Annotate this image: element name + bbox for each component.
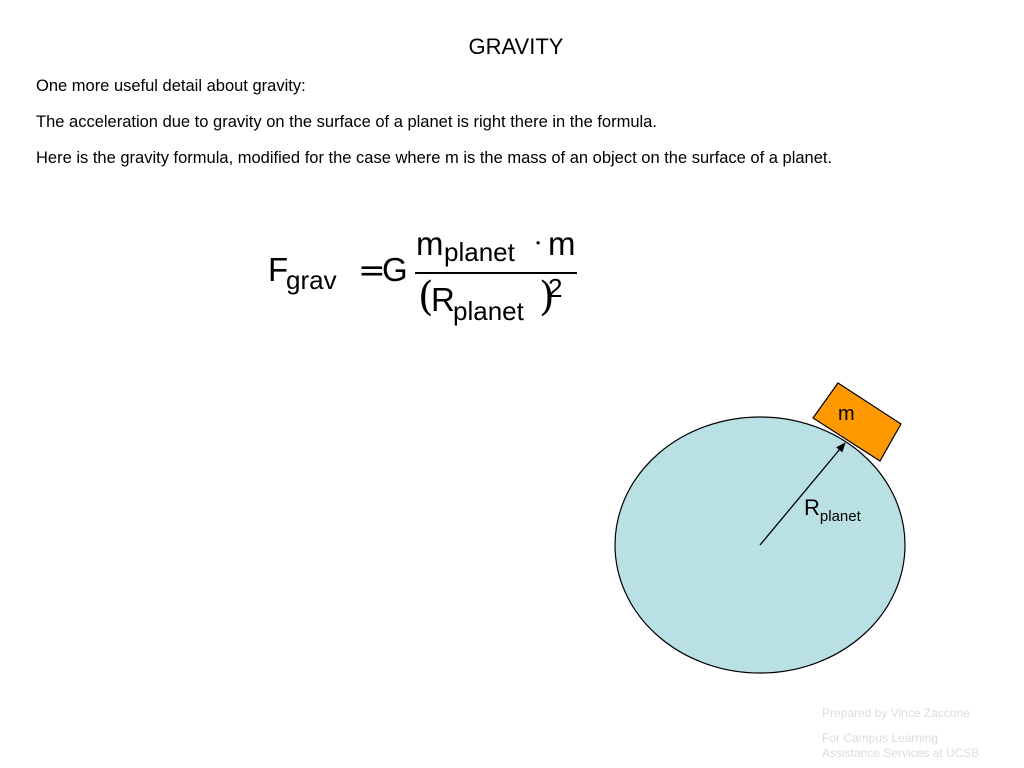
gravity-formula: F grav = G m planet · m ( R planet ) 2 — [260, 215, 600, 340]
formula-g-constant: G — [382, 251, 408, 288]
formula-paragraph: Here is the gravity formula, modified fo… — [36, 149, 833, 167]
radius-arrow — [759, 442, 846, 546]
formula-close-paren: ) — [539, 274, 555, 320]
formula-equals-sign: = — [358, 250, 386, 289]
object-box — [812, 382, 902, 462]
footer-credit: Prepared by Vince Zaccone — [822, 706, 970, 720]
radius-label-subscript: planet — [819, 508, 861, 525]
object-mass-label: m — [838, 403, 855, 425]
footer-affiliation: For Campus Learning Assistance Services … — [822, 731, 979, 761]
formula-denominator-subscript: planet — [453, 296, 524, 326]
formula-numerator-mass: m — [416, 225, 444, 262]
intro-paragraph: One more useful detail about gravity: — [36, 77, 306, 95]
formula-multiply-dot: · — [534, 229, 543, 259]
acceleration-paragraph: The acceleration due to gravity on the s… — [36, 113, 657, 131]
fraction-bar — [415, 272, 577, 274]
formula-force-subscript: grav — [286, 265, 337, 295]
radius-label: Rplanet — [804, 495, 861, 525]
formula-numerator-object-mass: m — [548, 225, 576, 262]
footer-affiliation-line2: Assistance Services at UCSB — [822, 746, 980, 760]
radius-label-letter: R — [804, 495, 820, 520]
formula-force-symbol: F — [268, 251, 289, 288]
slide-title: GRAVITY — [468, 34, 564, 59]
formula-denominator-radius: R — [431, 281, 455, 318]
formula-exponent: 2 — [548, 273, 563, 303]
formula-open-paren: ( — [418, 274, 434, 320]
planet-diagram — [614, 382, 906, 674]
formula-numerator-subscript: planet — [444, 237, 515, 267]
footer-affiliation-line1: For Campus Learning — [822, 731, 939, 745]
